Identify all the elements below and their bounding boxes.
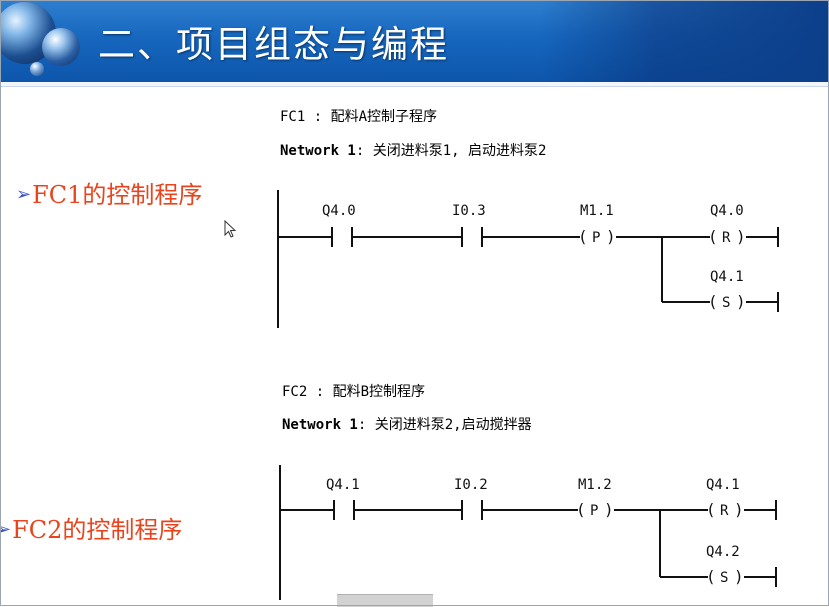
fc1-edge-coil: M1.1 ( P ) [578, 203, 616, 246]
fc1-network-label: Network 1 [280, 143, 356, 159]
fc2-coil-2-addr: Q4.2 [706, 544, 740, 560]
fc1-ladder-diagram: Q4.0 I0.3 M1.1 ( P ) Q4.0 ( R ) Q4.1 ( S… [277, 190, 779, 328]
fc2-network-label: Network 1 [282, 417, 358, 433]
fc1-title: FC1 : 配料A控制子程序 [280, 109, 438, 125]
fc2-title: FC2 : 配料B控制程序 [282, 384, 426, 400]
fc2-edge-sym: P [590, 503, 598, 519]
svg-text:): ) [604, 500, 614, 519]
fc1-network-line: Network 1: 关闭进料泵1, 启动进料泵2 [280, 140, 546, 160]
fc2-edge-addr: M1.2 [578, 477, 612, 493]
svg-text:(: ( [708, 292, 718, 311]
svg-text:): ) [606, 227, 616, 246]
fc2-coil-1: Q4.1 ( R ) [706, 477, 744, 519]
mouse-cursor-icon [224, 220, 237, 238]
fc2-label-text: FC2的控制程序 [12, 516, 183, 544]
fc2-coil-1-addr: Q4.1 [706, 477, 740, 493]
slide-title: 二、项目组态与编程 [98, 23, 449, 66]
fc1-edge-addr: M1.1 [580, 203, 614, 219]
header-shade [539, 0, 829, 82]
fc1-contact-2-addr: I0.3 [452, 203, 486, 219]
fc1-contact-1-addr: Q4.0 [322, 203, 356, 219]
bullet-arrow-icon: ➢ [0, 519, 12, 540]
fc1-coil-1-addr: Q4.0 [710, 203, 744, 219]
bullet-arrow-icon: ➢ [16, 184, 32, 205]
fc1-coil-2-addr: Q4.1 [710, 269, 744, 285]
fc1-label-text: FC1的控制程序 [32, 181, 203, 209]
fc2-contact-2-addr: I0.2 [454, 477, 488, 493]
fc2-coil-2-sym: S [720, 570, 728, 586]
svg-text:(: ( [578, 227, 588, 246]
fc2-ladder-diagram: Q4.1 I0.2 M1.2 ( P ) Q4.1 ( R ) Q4.2 ( S… [279, 465, 777, 600]
fc1-edge-sym: P [592, 230, 600, 246]
svg-text:): ) [736, 292, 746, 311]
fc2-contact-1: Q4.1 [326, 477, 360, 520]
fc2-contact-1-addr: Q4.1 [326, 477, 360, 493]
svg-text:): ) [736, 227, 746, 246]
slide-header: 二、项目组态与编程 [0, 0, 829, 82]
fc2-contact-2: I0.2 [454, 477, 488, 520]
svg-text:): ) [734, 567, 744, 586]
fc1-coil-1-sym: R [722, 230, 731, 246]
scroll-tab[interactable] [337, 594, 433, 607]
fc2-network-line: Network 1: 关闭进料泵2,启动搅拌器 [282, 414, 532, 434]
fc2-network-desc: : 关闭进料泵2,启动搅拌器 [357, 417, 532, 433]
fc1-network-desc: : 关闭进料泵1, 启动进料泵2 [355, 143, 547, 159]
svg-text:): ) [734, 500, 744, 519]
sphere-logo-icon [0, 0, 90, 82]
fc1-contact-1: Q4.0 [322, 203, 356, 247]
fc2-edge-coil: M1.2 ( P ) [576, 477, 614, 519]
fc2-coil-1-sym: R [720, 503, 729, 519]
fc2-coil-2: Q4.2 ( S ) [706, 544, 744, 586]
fc1-coil-2-sym: S [722, 295, 730, 311]
fc1-coil-2: Q4.1 ( S ) [708, 269, 746, 311]
fc1-coil-1: Q4.0 ( R ) [708, 203, 746, 246]
svg-text:(: ( [708, 227, 718, 246]
svg-text:(: ( [706, 500, 716, 519]
fc1-contact-2: I0.3 [452, 203, 486, 247]
header-divider [0, 82, 829, 87]
svg-text:(: ( [706, 567, 716, 586]
svg-text:(: ( [576, 500, 586, 519]
fc1-label: ➢FC1的控制程序 [16, 175, 202, 210]
fc2-label: ➢FC2的控制程序 [0, 510, 182, 545]
